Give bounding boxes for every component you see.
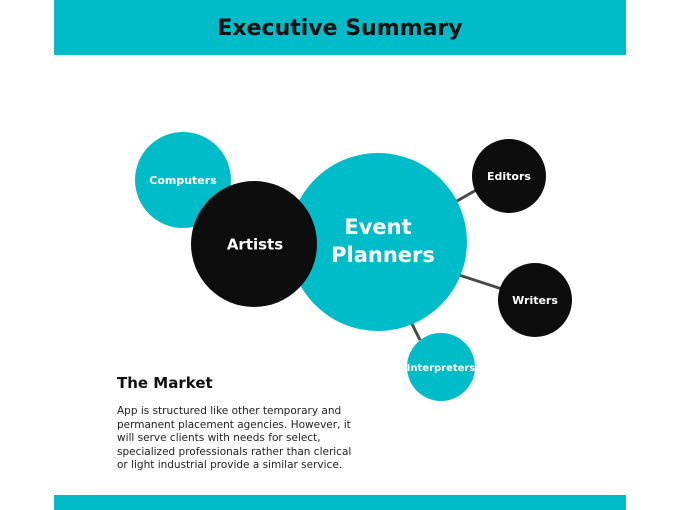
node-interpreters: Interpreters [407,333,476,401]
node-writers: Writers [498,263,572,337]
node-editors: Editors [472,139,546,213]
node-event-planners: Event Planners [289,153,467,331]
footer-bar [54,495,626,510]
node-editors-label: Editors [487,170,531,183]
connector-interpreters [410,323,422,341]
connector-writers [458,273,503,291]
page-title: Executive Summary [217,16,463,41]
node-interpreters-label: Interpreters [407,363,476,374]
center-label-line1: Event [344,215,411,239]
node-computers-label: Computers [149,174,217,187]
connector-editors [456,187,479,203]
market-title: The Market [117,374,213,392]
node-artists-label: Artists [227,236,283,254]
node-artists: Artists [191,181,317,307]
center-label-line2: Planners [331,243,435,267]
node-writers-label: Writers [512,294,558,307]
market-body: App is structured like other temporary a… [117,405,352,471]
header-bar: Executive Summary [54,0,626,55]
